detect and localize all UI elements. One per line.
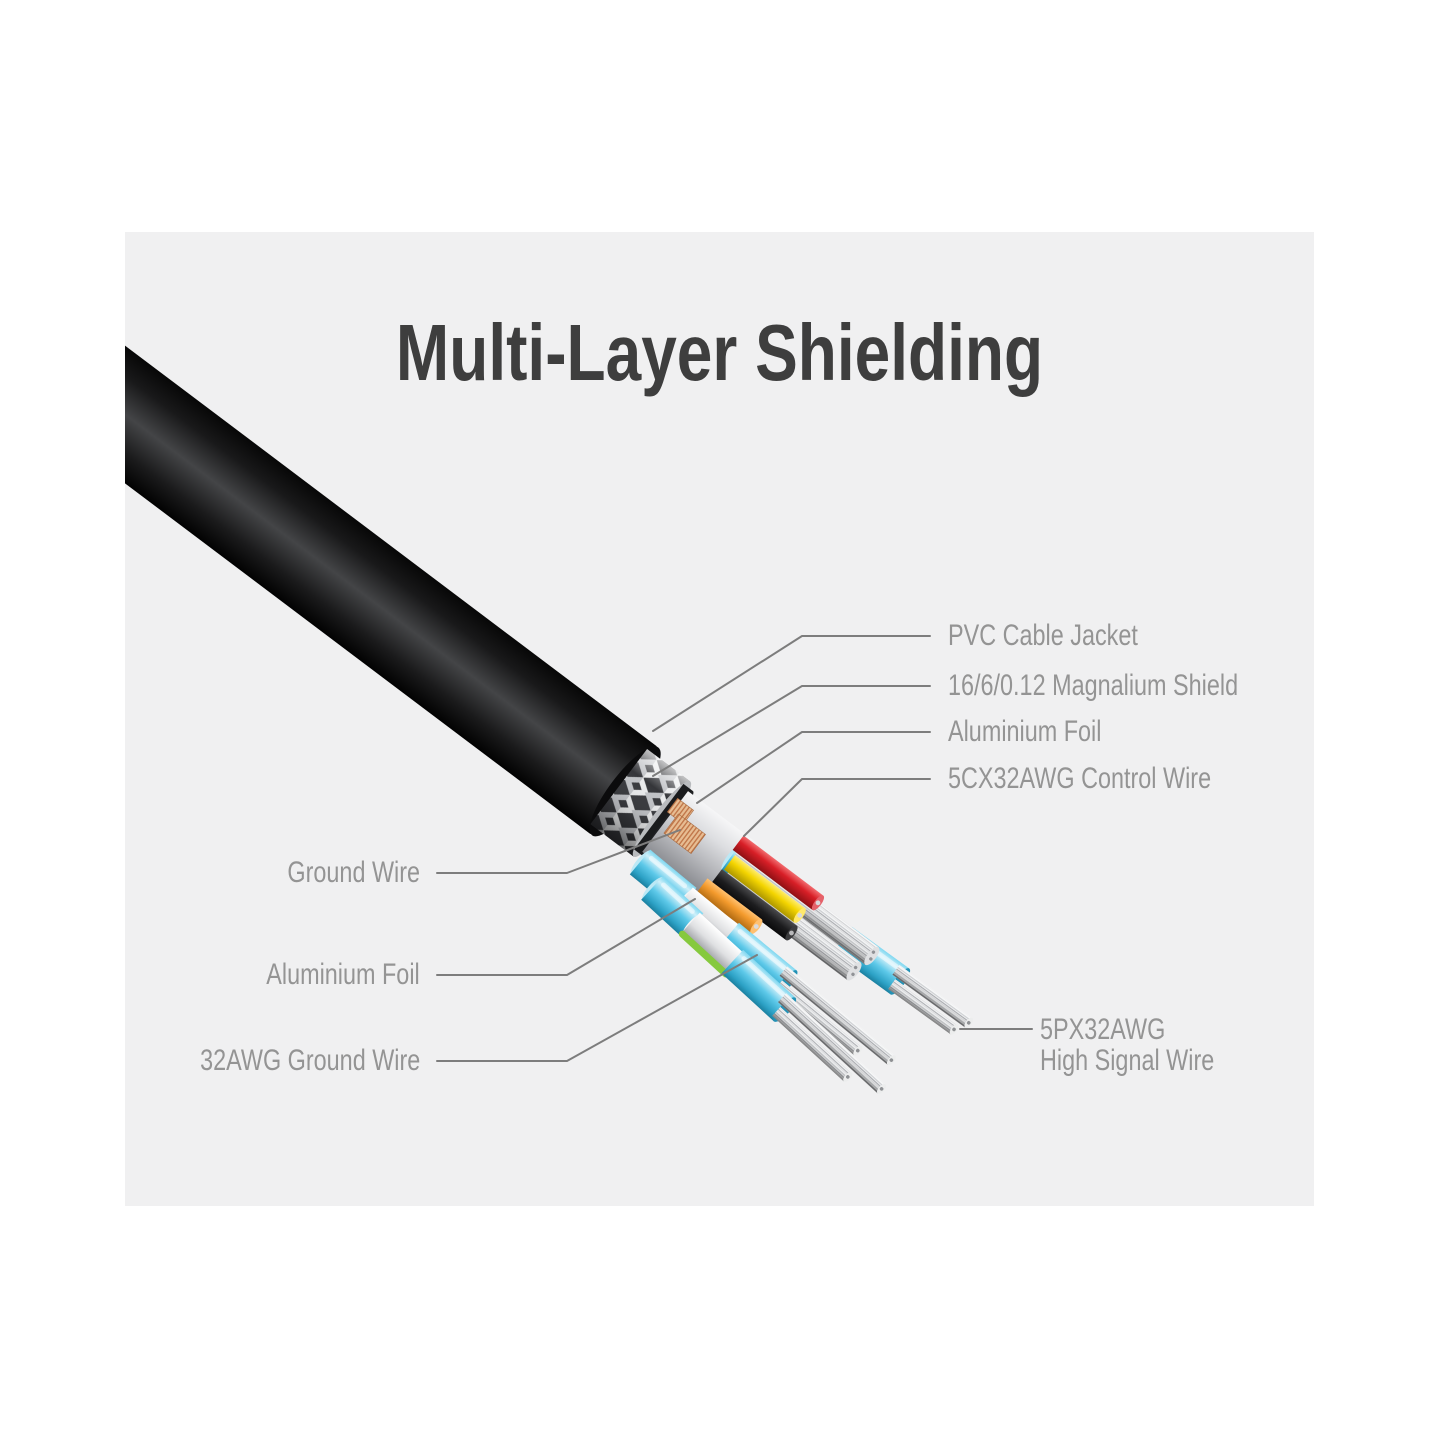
pvc-jacket bbox=[125, 232, 657, 835]
main-cable bbox=[125, 232, 758, 905]
control-wire-group bbox=[696, 835, 880, 981]
label-high-signal-wire: 5PX32AWG High Signal Wire bbox=[1040, 1014, 1214, 1076]
label-control-wire: 5CX32AWG Control Wire bbox=[948, 762, 1212, 795]
label-32awg-ground-wire: 32AWG Ground Wire bbox=[199, 1044, 420, 1077]
high-signal-wires bbox=[772, 993, 887, 1094]
leader-line-ground-wire bbox=[436, 829, 681, 874]
leader-line-pvc-cable-jacket bbox=[652, 635, 931, 732]
leader-line-aluminium-foil-right bbox=[696, 731, 931, 804]
high-signal-wires bbox=[888, 965, 974, 1035]
label-aluminium-foil-right: Aluminium Foil bbox=[948, 715, 1102, 748]
pair-foil-white bbox=[680, 912, 745, 974]
control-wire-red bbox=[732, 835, 825, 911]
label-high-signal-wire-line1: 5PX32AWG bbox=[1040, 1013, 1166, 1046]
drain-wire-green bbox=[678, 930, 730, 978]
ground-wire-copper-strip bbox=[663, 797, 706, 854]
high-signal-wires bbox=[774, 966, 896, 1066]
pair-jacket-cyan bbox=[641, 876, 704, 937]
control-wire-yellow bbox=[724, 855, 806, 923]
label-aluminium-foil-left: Aluminium Foil bbox=[266, 958, 420, 991]
leader-line-32awg-ground-wire bbox=[436, 954, 758, 1062]
label-pvc-cable-jacket: PVC Cable Jacket bbox=[948, 619, 1138, 652]
label-ground-wire: Ground Wire bbox=[287, 856, 420, 889]
page-title: Multi-Layer Shielding bbox=[395, 308, 1044, 397]
leader-line-aluminium-foil-left bbox=[436, 898, 696, 976]
label-high-signal-wire-line2: High Signal Wire bbox=[1040, 1044, 1215, 1077]
control-wire-black bbox=[710, 869, 798, 941]
label-magnalium-shield: 16/6/0.12 Magnalium Shield bbox=[948, 669, 1239, 702]
control-wire-orange bbox=[696, 878, 763, 934]
leader-line-control-wire bbox=[743, 778, 931, 837]
signal-pair-bottom bbox=[641, 876, 887, 1094]
leader-line-magnalium-shield bbox=[652, 685, 931, 777]
infographic-card bbox=[125, 232, 1314, 1206]
